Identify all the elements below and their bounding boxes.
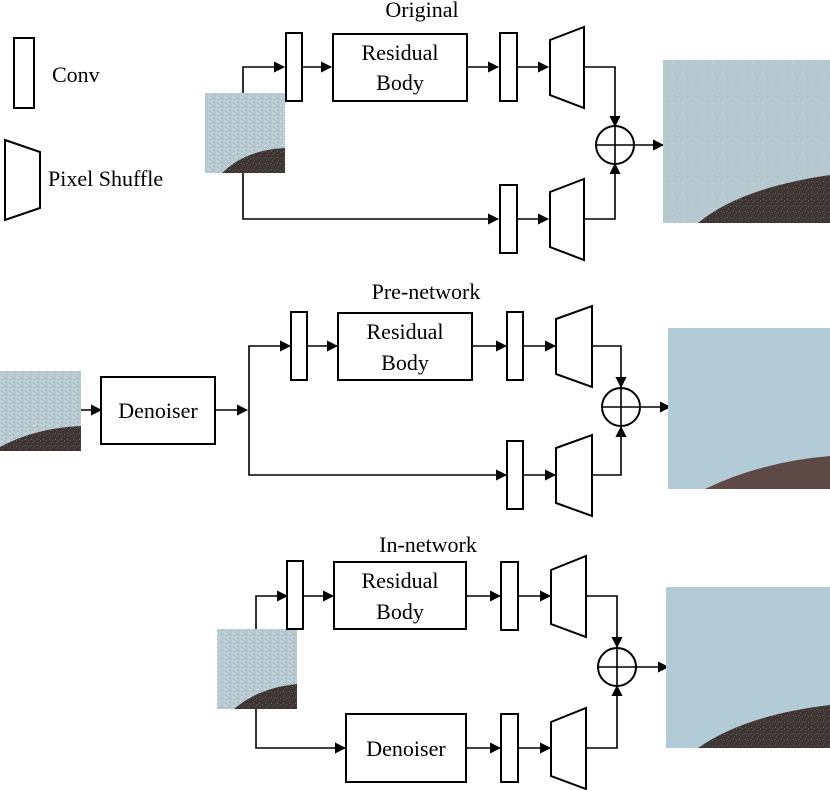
conv-block: [285, 32, 303, 102]
conv-block: [286, 560, 304, 630]
conv-legend-label: Conv: [52, 62, 100, 87]
pixel-shuffle-block: [549, 177, 585, 262]
panel-title: Original: [385, 0, 458, 22]
output-image: [663, 60, 830, 223]
noisy-input-image: [205, 93, 285, 173]
conv-block: [290, 311, 308, 381]
pixel-shuffle-block: [555, 304, 593, 389]
output-image: [668, 328, 830, 489]
conv-block: [499, 184, 518, 254]
residual-body-line1: Residual: [362, 568, 439, 593]
conv-block: [499, 32, 518, 102]
panel-original: Original Residual Body: [205, 0, 830, 262]
pixel-shuffle-block: [550, 706, 587, 790]
sum-node-icon: [595, 125, 635, 165]
conv-block: [500, 713, 519, 783]
residual-body-line2: Body: [376, 599, 424, 624]
denoiser-label: Denoiser: [118, 398, 198, 423]
denoiser-label: Denoiser: [366, 736, 446, 761]
pixel-shuffle-block: [555, 433, 593, 518]
residual-body-line1: Residual: [367, 319, 444, 344]
output-image: [666, 587, 830, 748]
denoiser-block: [100, 376, 216, 445]
noisy-input-image: [217, 629, 297, 709]
residual-body-line2: Body: [381, 350, 429, 375]
conv-legend-icon: [13, 37, 35, 109]
panel-title: Pre-network: [372, 279, 481, 304]
pixel-shuffle-legend-icon: [4, 138, 41, 222]
conv-block: [506, 311, 524, 381]
conv-block: [500, 561, 519, 631]
legend: Conv Pixel Shuffle: [4, 37, 163, 222]
pixel-shuffle-block: [549, 25, 585, 110]
sum-node-icon: [601, 387, 641, 427]
pixel-shuffle-block: [550, 554, 587, 639]
residual-body-line1: Residual: [362, 40, 439, 65]
panel-title: In-network: [379, 532, 477, 557]
denoiser-block: [345, 713, 467, 783]
panel-in-network: In-network Residual Body Denoiser: [217, 532, 830, 790]
residual-body-block: [332, 33, 468, 102]
residual-body-block: [333, 561, 467, 630]
residual-body-block: [337, 312, 473, 381]
panel-pre-network: Pre-network Denoiser Residual Body: [0, 279, 830, 518]
noisy-input-image: [0, 371, 81, 451]
conv-block: [506, 440, 524, 510]
pixel-shuffle-legend-label: Pixel Shuffle: [48, 166, 163, 191]
sum-node-icon: [597, 647, 637, 687]
residual-body-line2: Body: [376, 70, 424, 95]
